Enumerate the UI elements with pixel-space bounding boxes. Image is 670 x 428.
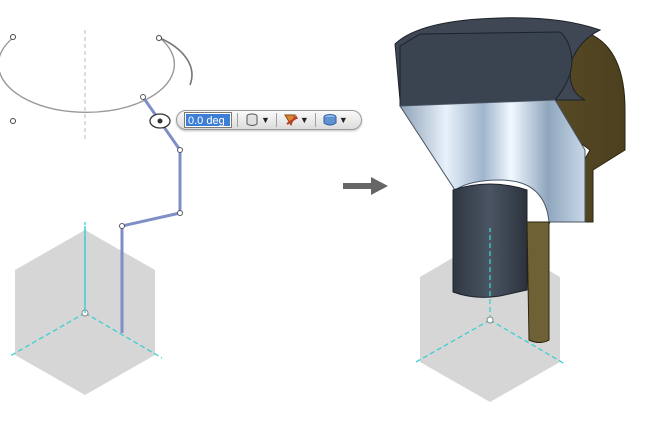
revolve-direction-icon xyxy=(284,114,298,127)
chevron-down-icon: ▼ xyxy=(338,114,348,125)
chevron-down-icon: ▼ xyxy=(261,114,270,125)
angle-input[interactable]: 0.0 deg xyxy=(184,112,232,128)
ellipse-handle-top-right[interactable] xyxy=(156,35,162,41)
revolve-mini-toolbar: 0.0 deg ▼ ▼ ▼ xyxy=(176,110,362,130)
triad-origin-right xyxy=(486,316,494,324)
left-scene xyxy=(0,30,193,395)
rotation-manipulator-icon[interactable] xyxy=(149,113,171,129)
revolve-ellipse-preview xyxy=(0,30,193,140)
revolve-direction-dropdown-button[interactable]: ▼ xyxy=(283,111,309,129)
transition-arrow-icon xyxy=(343,177,388,195)
revolved-solid-model[interactable] xyxy=(394,17,626,343)
toolbar-separator xyxy=(314,113,316,127)
cylinder-shape-icon xyxy=(246,113,258,126)
toolbar-separator xyxy=(237,113,238,127)
sketch-vertex[interactable] xyxy=(177,210,183,216)
shape-dropdown-button[interactable]: ▼ xyxy=(244,111,270,129)
ellipse-handle-left[interactable] xyxy=(10,118,16,124)
ellipse-handle-top-left[interactable] xyxy=(10,34,16,40)
triad-axes-right xyxy=(415,228,566,365)
output-dropdown-button[interactable]: ▼ xyxy=(322,111,348,129)
sketch-vertex[interactable] xyxy=(140,94,146,100)
chevron-down-icon: ▼ xyxy=(299,114,309,125)
output-solid-icon xyxy=(323,114,337,126)
sketch-vertex[interactable] xyxy=(119,223,125,229)
toolbar-separator xyxy=(275,113,277,127)
right-scene xyxy=(394,17,626,402)
sketch-vertex[interactable] xyxy=(177,147,183,153)
